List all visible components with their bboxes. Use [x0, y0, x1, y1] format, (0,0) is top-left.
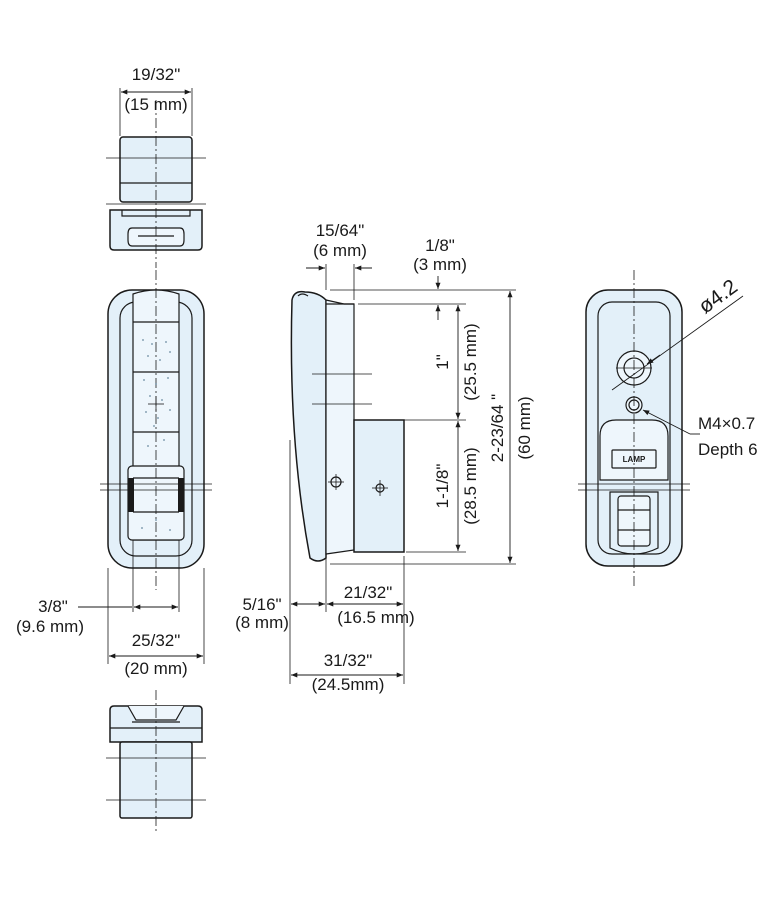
thread-callout: M4×0.7 Depth 6 — [642, 409, 758, 459]
hole-diameter: ø4.2 — [694, 275, 742, 318]
overall-depth-in: 31/32" — [324, 651, 373, 670]
thread-depth: Depth 6 — [698, 440, 758, 459]
thread-spec: M4×0.7 — [698, 414, 755, 433]
front-view — [100, 270, 212, 590]
step-mm: (3 mm) — [413, 255, 467, 274]
depth-in: 21/32" — [344, 583, 393, 602]
step-in: 1/8" — [425, 236, 455, 255]
slot-in: 3/8" — [38, 597, 68, 616]
body-width-in: 25/32" — [132, 631, 181, 650]
body-width-dimension: 25/32" (20 mm) — [107, 568, 205, 678]
lower-height-dimension: 1-1/8" (28.5 mm) — [406, 421, 480, 553]
total-height-in: 2-23/64 " — [488, 394, 507, 462]
total-height-mm: (60 mm) — [515, 396, 534, 459]
upper-height-dimension: 1" (25.5 mm) — [356, 305, 480, 421]
lower-height-in: 1-1/8" — [433, 464, 452, 509]
flange-in: 15/64" — [316, 221, 365, 240]
depth-mm: (16.5 mm) — [337, 608, 414, 627]
top-width-in: 19/32" — [132, 65, 181, 84]
top-width-dimension: 19/32" (15 mm) — [119, 65, 193, 136]
bottom-view — [106, 690, 206, 832]
upper-height-mm: (25.5 mm) — [461, 323, 480, 400]
side-view — [290, 290, 405, 562]
flange-dimension: 15/64" (6 mm) — [306, 221, 372, 300]
slot-mm: (9.6 mm) — [16, 617, 84, 636]
step-dimension: 1/8" (3 mm) — [330, 236, 516, 320]
depth-dimensions: 5/16" (8 mm) 21/32" (16.5 mm) — [235, 440, 415, 684]
overall-depth-mm: (24.5mm) — [312, 675, 385, 694]
body-width-mm: (20 mm) — [124, 659, 187, 678]
offset-in: 5/16" — [242, 595, 281, 614]
top-width-mm: (15 mm) — [124, 95, 187, 114]
upper-height-in: 1" — [433, 354, 452, 370]
rear-view: LAMP — [578, 270, 690, 586]
top-view — [106, 100, 206, 268]
total-height-dimension: 2-23/64 " (60 mm) — [330, 291, 534, 565]
overall-depth-dimension: 31/32" (24.5mm) — [291, 651, 403, 694]
slot-dimension: 3/8" (9.6 mm) — [16, 540, 180, 636]
offset-mm: (8 mm) — [235, 613, 289, 632]
flange-mm: (6 mm) — [313, 241, 367, 260]
lower-height-mm: (28.5 mm) — [461, 447, 480, 524]
